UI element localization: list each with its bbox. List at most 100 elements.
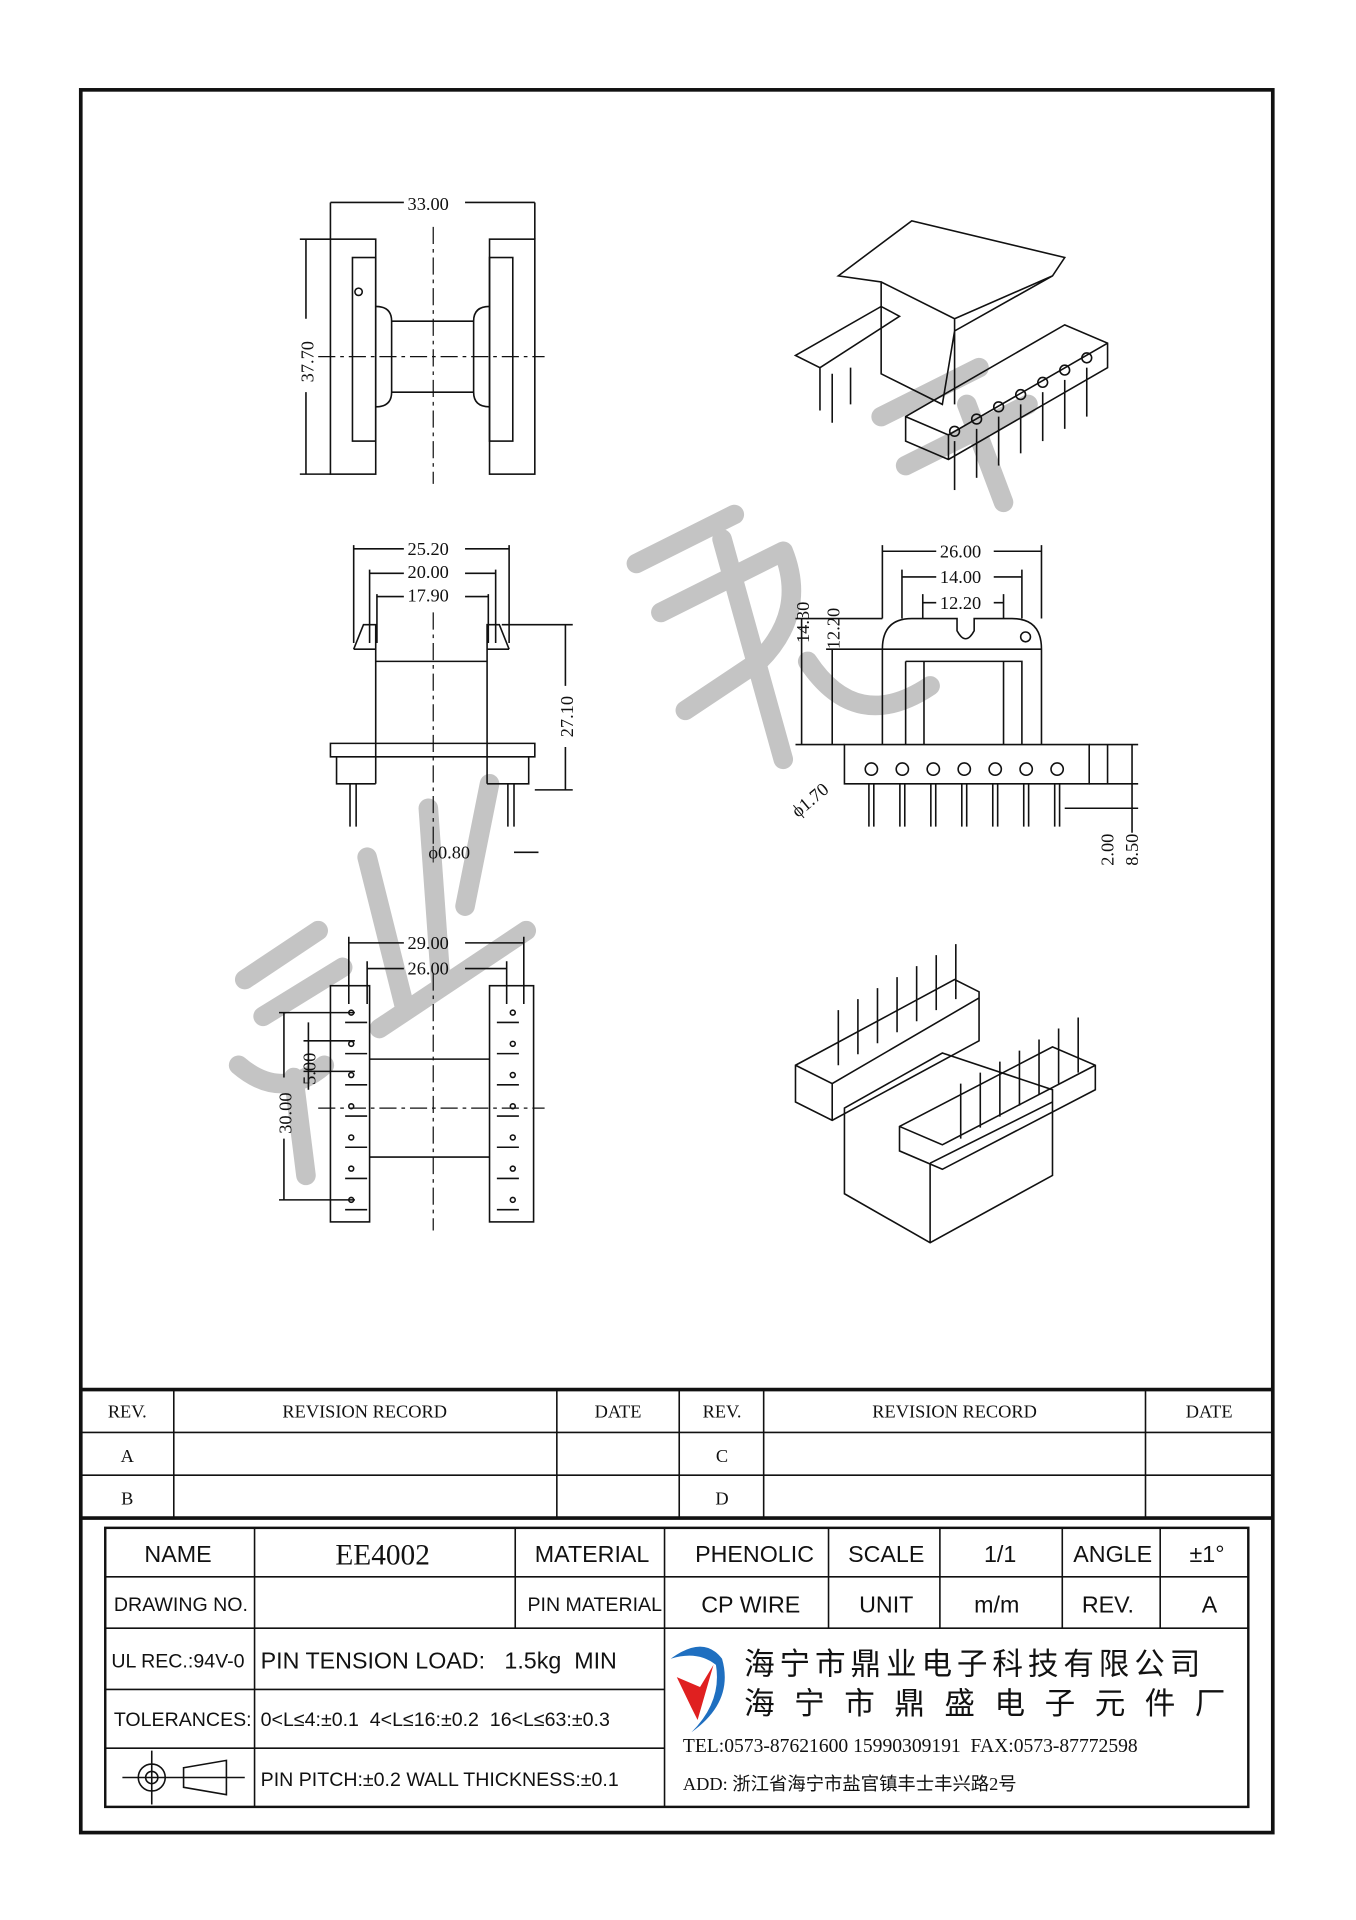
dim-mid-w1: 25.20 [408,539,449,559]
pin-hole [988,762,1003,776]
dim-pin-dia: ϕ0.80 [428,842,470,862]
pin-hole [509,1196,517,1204]
pin-hole [895,762,910,776]
dim-side-w2: 14.00 [940,567,981,587]
pin [915,966,1040,1095]
dim-side-w1: 26.00 [940,541,981,561]
rev-header: REVISION RECORD [282,1402,447,1422]
pin-hole [864,762,879,776]
pin-hole [926,762,941,776]
scale-value: 1/1 [984,1541,1016,1567]
pin [955,944,1079,1073]
dim-bot-w1: 29.00 [408,933,449,953]
tolerances-label: TOLERANCES: [114,1709,252,1731]
dim-bot-w2: 26.00 [408,959,449,979]
company-address: ADD: 浙江省海宁市盐官镇丰士丰兴路2号 [683,1774,1017,1794]
pin [991,783,999,827]
pin [1014,388,1027,401]
company-name-2: 海 宁 市 鼎 盛 电 子 元 件 厂 [744,1687,1230,1722]
title-block: NAME EE4002 MATERIAL PHENOLIC SCALE 1/1 … [104,1526,1250,1809]
rev-cell: A [121,1446,135,1466]
front-view: 25.20 20.00 17.90 27.10 ϕ0.80 [329,539,577,862]
rev-cell: C [716,1446,728,1466]
material-value: PHENOLIC [695,1541,814,1567]
pin [876,988,1001,1117]
dim-side-w3: 12.20 [940,593,981,613]
pin [1037,376,1049,389]
pin-material-value: CP WIRE [701,1591,800,1617]
top-view: 33.00 37.70 [297,194,545,484]
pin-hole [509,1134,517,1141]
rev-cell: B [121,1489,133,1509]
pin-hole [509,1071,517,1079]
pin-hole [957,762,972,776]
dim-side-hole: ϕ1.70 [788,779,833,821]
pin [1059,364,1071,376]
pin-material-label: PIN MATERIAL [527,1594,662,1616]
pin-pitch: PIN PITCH:±0.2 WALL THICKNESS:±0.1 [261,1769,619,1791]
dim-mid-height: 27.10 [557,696,577,737]
dim-mid-w2: 20.00 [408,562,449,582]
pin-hole [347,1134,355,1141]
unit-label: UNIT [859,1591,913,1617]
dim-bot-pitch: 5.00 [300,1053,320,1085]
drawing-no-label: DRAWING NO. [114,1594,248,1616]
dim-top-height: 37.70 [297,341,317,382]
dim-side-h1: 14.30 [793,602,813,643]
pin [868,783,875,827]
pin [837,1010,962,1139]
pin [970,413,983,425]
angle-value: ±1° [1190,1541,1225,1567]
isometric-view-top [793,219,1109,491]
dim-top-width: 33.00 [408,194,449,214]
unit-value: m/m [974,1591,1019,1617]
ul-rating: UL REC.:94V-0 [111,1650,244,1672]
pin-hole [1050,762,1065,776]
company-name: 海宁市鼎业电子科技有限公司 [744,1648,1205,1683]
dim-side-h2: 12.20 [824,608,844,649]
rev-cell: D [715,1489,728,1509]
company-tel: TEL:0573-87621600 15990309191 FAX:0573-8… [683,1736,1138,1757]
isometric-view-bottom [794,944,1097,1244]
pin [948,425,961,437]
rev-header: DATE [1186,1402,1233,1422]
part-name: EE4002 [335,1540,430,1572]
pin [935,955,1060,1084]
name-label: NAME [144,1541,211,1567]
tolerances-value: 0<L≤4:±0.1 4<L≤16:±0.2 16<L≤63:±0.3 [261,1709,610,1731]
pin-tension: PIN TENSION LOAD: 1.5kg MIN [261,1648,617,1674]
angle-label: ANGLE [1073,1541,1152,1567]
pin-hole [347,1071,355,1079]
rev-header: DATE [595,1402,642,1422]
rev-label: REV. [1082,1591,1134,1617]
pin-hole [347,1040,355,1048]
pin-hole [509,1009,517,1016]
pin [1053,783,1061,827]
pin-hole [509,1165,517,1172]
rev-header: REVISION RECORD [872,1402,1037,1422]
pin [896,977,1021,1106]
bottom-view: 29.00 26.00 30.00 5.00 [275,933,545,1231]
material-label: MATERIAL [535,1541,650,1567]
pin [857,999,982,1128]
projection-symbol-icon [122,1750,245,1805]
dim-side-pin1: 2.00 [1098,834,1118,866]
company-logo [670,1646,725,1733]
pin [1081,352,1093,364]
pin [992,401,1005,413]
watermark [228,357,1038,1186]
dim-mid-w3: 17.90 [408,585,449,605]
pin-hole [347,1165,355,1172]
pin [961,783,968,827]
rev-value: A [1202,1591,1218,1617]
pin [930,783,937,827]
dim-bot-h1: 30.00 [275,1093,295,1134]
pin [899,783,906,827]
scale-label: SCALE [848,1541,924,1567]
pin [1022,783,1030,827]
pin-hole [509,1040,517,1048]
pin-hole [1019,762,1034,776]
sheet-border [78,88,1275,1835]
